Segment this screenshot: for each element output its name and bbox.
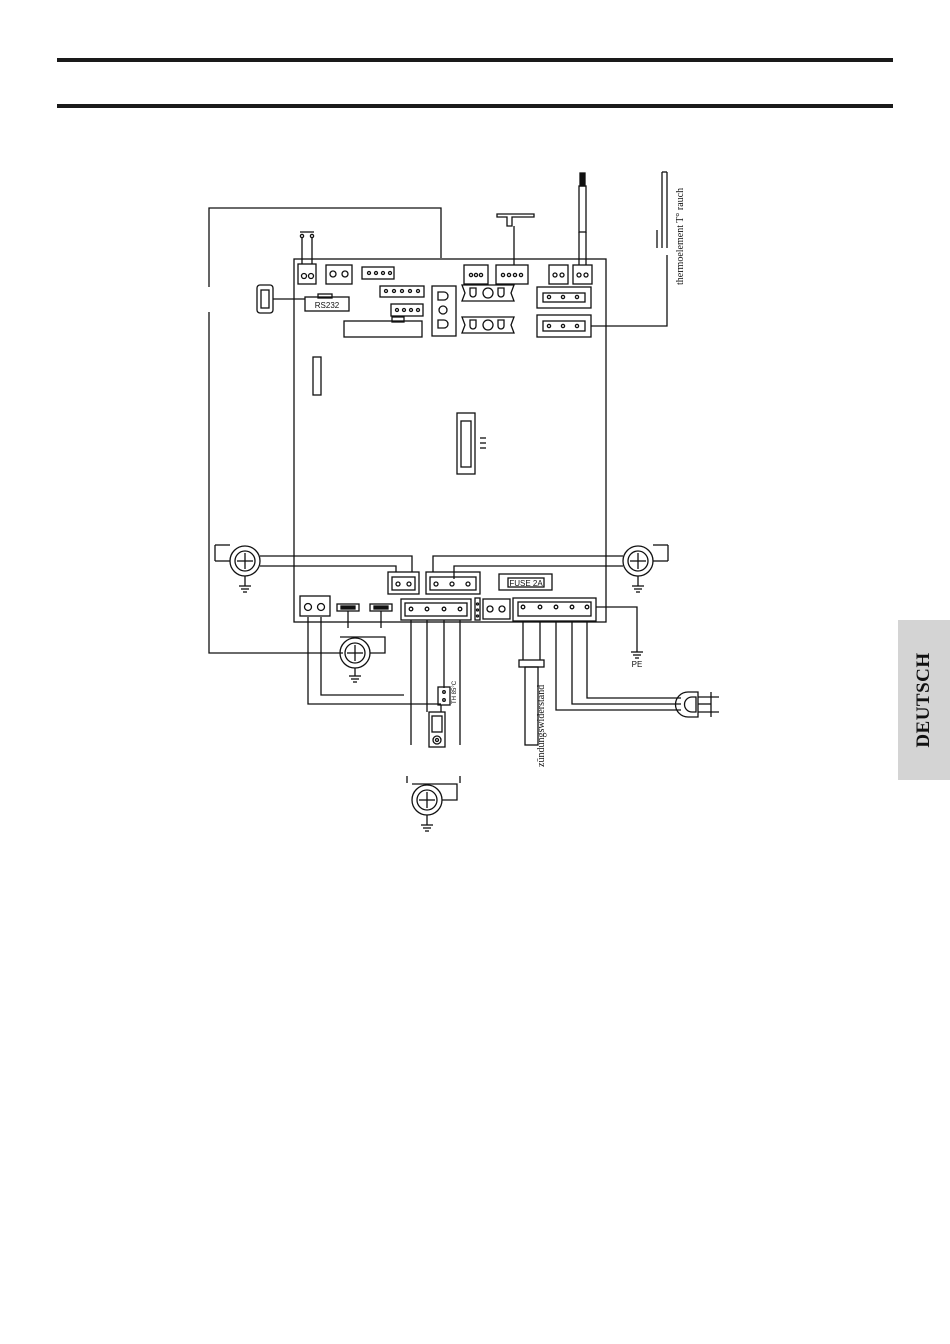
ignition-label: zündungswiderstand — [536, 685, 547, 767]
ignition-resistor-clamp — [519, 660, 544, 667]
component-center — [457, 413, 475, 474]
mains-plug-icon — [675, 692, 719, 717]
fuse-label: FUSE 2A — [509, 579, 543, 588]
thermoelement-label: thermoelement T° rauch — [675, 188, 686, 285]
connector-j6 — [464, 265, 488, 284]
wire-frame-top — [209, 208, 441, 287]
fan-right-icon — [623, 545, 668, 592]
wire-thermocouple — [591, 255, 667, 326]
component-left — [313, 357, 321, 395]
thermostat-label: TH 85°C — [452, 680, 458, 704]
wire-frame-left — [209, 312, 343, 653]
connector-j7 — [496, 265, 528, 284]
pressure-switch-icon — [497, 214, 534, 226]
connector-j13 — [401, 599, 471, 620]
connector-j4 — [380, 286, 424, 297]
rs232-label: RS232 — [315, 301, 340, 310]
serial-port-icon — [257, 285, 273, 313]
language-tab: DEUTSCH — [898, 620, 950, 780]
fan-lower-icon — [412, 784, 457, 831]
pe-label: PE — [632, 660, 643, 669]
fan-left-icon — [215, 545, 260, 592]
thermostat-icon — [438, 687, 450, 705]
control-board — [294, 259, 606, 622]
connector-j8 — [549, 265, 568, 284]
fan-bottom-icon — [340, 637, 385, 682]
connector-j9 — [573, 265, 592, 284]
language-tab-label: DEUTSCH — [913, 652, 935, 747]
temperature-probe-icon — [579, 186, 586, 232]
display-connector — [344, 321, 422, 337]
